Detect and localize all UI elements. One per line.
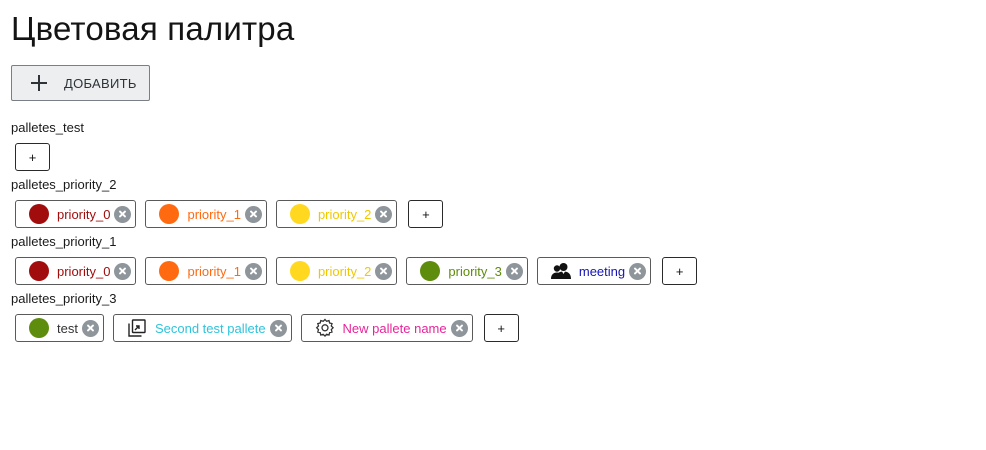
- remove-icon[interactable]: [375, 262, 393, 280]
- color-dot-icon: [289, 204, 310, 224]
- add-button[interactable]: ДОБАВИТЬ: [11, 65, 150, 101]
- remove-icon[interactable]: [505, 262, 523, 280]
- remove-icon[interactable]: [114, 262, 132, 280]
- palette-group: palletes_test +: [11, 120, 84, 171]
- palette-group-title: palletes_priority_1: [11, 234, 117, 249]
- color-chip-label: test: [57, 320, 78, 336]
- remove-icon[interactable]: [375, 205, 393, 223]
- color-dot-icon: [29, 261, 49, 281]
- color-chip[interactable]: priority_2: [275, 200, 398, 228]
- color-chip[interactable]: priority_0: [15, 200, 137, 228]
- color-chip[interactable]: test: [15, 314, 104, 342]
- color-chip[interactable]: Second test pallete: [112, 314, 292, 342]
- palette-group-title: palletes_test: [11, 120, 84, 135]
- color-chip-label: priority_0: [57, 206, 111, 222]
- color-dot-icon: [159, 204, 180, 224]
- color-dot-icon: [159, 261, 180, 281]
- remove-icon[interactable]: [629, 262, 647, 280]
- remove-icon[interactable]: [81, 319, 99, 337]
- palette-group-title: palletes_priority_2: [11, 177, 117, 192]
- people-icon: [550, 261, 571, 281]
- palette-chip-list: +: [15, 143, 84, 171]
- color-chip-label: priority_1: [187, 206, 241, 222]
- palette-chip-list: priority_0 priority_1 priority_2 priorit…: [15, 257, 698, 285]
- remove-icon[interactable]: [269, 319, 287, 337]
- add-color-button[interactable]: +: [662, 257, 698, 285]
- color-chip[interactable]: meeting: [536, 257, 652, 285]
- add-color-button[interactable]: +: [408, 200, 444, 228]
- color-chip-label: priority_1: [187, 263, 241, 279]
- color-dot-icon: [289, 261, 310, 281]
- color-chip-label: priority_3: [448, 263, 502, 279]
- color-chip[interactable]: priority_3: [406, 257, 528, 285]
- color-chip-label: priority_0: [57, 263, 111, 279]
- remove-icon[interactable]: [450, 319, 468, 337]
- palette-group: palletes_priority_3 test Second test pal…: [11, 291, 519, 342]
- add-color-button[interactable]: +: [483, 314, 519, 342]
- palette-chip-list: priority_0 priority_1 priority_2 +: [15, 200, 444, 228]
- color-chip[interactable]: priority_1: [145, 200, 267, 228]
- remove-icon[interactable]: [114, 205, 132, 223]
- color-dot-icon: [29, 318, 49, 338]
- palette-group: palletes_priority_2 priority_0 priority_…: [11, 177, 444, 228]
- plus-icon: [31, 75, 47, 91]
- color-chip[interactable]: priority_2: [275, 257, 398, 285]
- color-chip-label: meeting: [578, 263, 626, 279]
- add-color-button[interactable]: +: [15, 143, 50, 171]
- gear-icon: [315, 318, 335, 338]
- gallery-icon: [127, 318, 147, 338]
- page-title: Цветовая палитра: [11, 10, 295, 47]
- add-button-label: ДОБАВИТЬ: [64, 75, 137, 91]
- color-chip-label: Second test pallete: [154, 320, 266, 336]
- color-chip[interactable]: priority_0: [15, 257, 137, 285]
- color-dot-icon: [420, 261, 441, 281]
- color-dot-icon: [29, 204, 49, 224]
- color-chip-label: priority_2: [317, 263, 372, 279]
- color-chip-label: New pallete name: [342, 320, 447, 336]
- color-chip[interactable]: New pallete name: [300, 314, 473, 342]
- palette-chip-list: test Second test pallete New pallet: [15, 314, 519, 342]
- remove-icon[interactable]: [244, 262, 262, 280]
- remove-icon[interactable]: [244, 205, 262, 223]
- palette-group-title: palletes_priority_3: [11, 291, 117, 306]
- color-chip[interactable]: priority_1: [145, 257, 267, 285]
- palette-group: palletes_priority_1 priority_0 priority_…: [11, 234, 698, 285]
- color-chip-label: priority_2: [317, 206, 372, 222]
